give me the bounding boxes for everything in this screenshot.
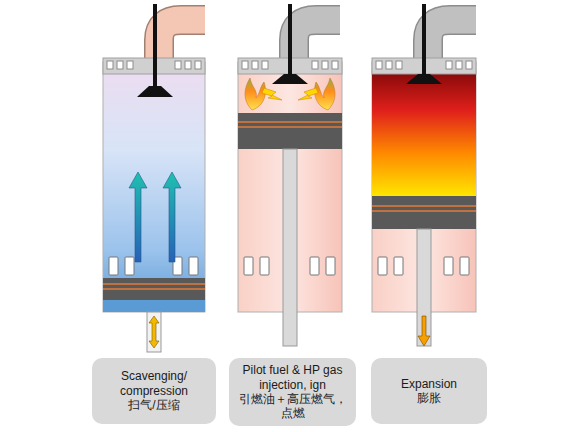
exhaust-pipe xyxy=(428,20,476,62)
piston xyxy=(238,113,342,149)
valve-stem xyxy=(153,4,157,88)
piston-rod xyxy=(417,229,431,346)
exhaust-pipe xyxy=(159,20,205,62)
piston xyxy=(372,196,476,229)
flame xyxy=(245,78,266,110)
caption-box: Pilot fuel & HP gas injection, ign引燃油＋高压… xyxy=(229,358,356,426)
exhaust-pipe xyxy=(294,20,340,62)
caption-box: Expansion膨胀 xyxy=(371,358,487,424)
caption-text-zh: 引燃油＋高压燃气，点燃 xyxy=(235,392,350,421)
piston-ring xyxy=(103,283,205,285)
caption-box: Scavenging/ compression扫气/压缩 xyxy=(92,358,216,424)
caption-text: Expansion xyxy=(401,377,457,391)
crankcase-air xyxy=(103,300,205,312)
exhaust-valve-open xyxy=(137,86,173,97)
scavenge-ports xyxy=(109,257,198,275)
piston-ring xyxy=(372,205,476,207)
motion-arrow xyxy=(418,316,430,346)
caption-text-zh: 扫气/压缩 xyxy=(128,398,179,412)
cylinder-injection xyxy=(238,4,342,346)
piston-ring xyxy=(372,210,476,212)
piston-rod xyxy=(147,312,161,352)
scavenge-air-arrow xyxy=(163,172,181,262)
exhaust-pipe xyxy=(159,20,205,62)
combustion-gas xyxy=(372,74,476,196)
motion-arrow xyxy=(149,316,159,348)
cylinder-expansion xyxy=(372,4,476,346)
piston-ring xyxy=(103,288,205,290)
caption-text: Pilot fuel & HP gas injection, ign xyxy=(235,363,350,392)
exhaust-valve-closed xyxy=(406,74,442,84)
flame xyxy=(315,78,336,110)
scavenge-ports xyxy=(378,257,469,275)
piston-ring xyxy=(238,121,342,123)
scavenge-air-arrow xyxy=(129,172,147,262)
caption-text-zh: 膨胀 xyxy=(417,391,441,405)
valve-stem xyxy=(288,4,292,74)
piston-ring xyxy=(238,126,342,128)
exhaust-pipe xyxy=(428,20,476,62)
valve-stem xyxy=(422,4,426,74)
scavenge-ports xyxy=(244,257,335,275)
cylinder-scavenging xyxy=(103,4,205,352)
caption-text: Scavenging/ compression xyxy=(98,369,210,398)
ignition-spark xyxy=(298,88,318,100)
exhaust-pipe xyxy=(294,20,340,62)
cylinder-body xyxy=(103,62,205,312)
piston-rod xyxy=(283,149,297,346)
exhaust-valve-closed xyxy=(272,74,308,84)
ignition-spark xyxy=(262,88,282,100)
piston xyxy=(103,278,205,300)
